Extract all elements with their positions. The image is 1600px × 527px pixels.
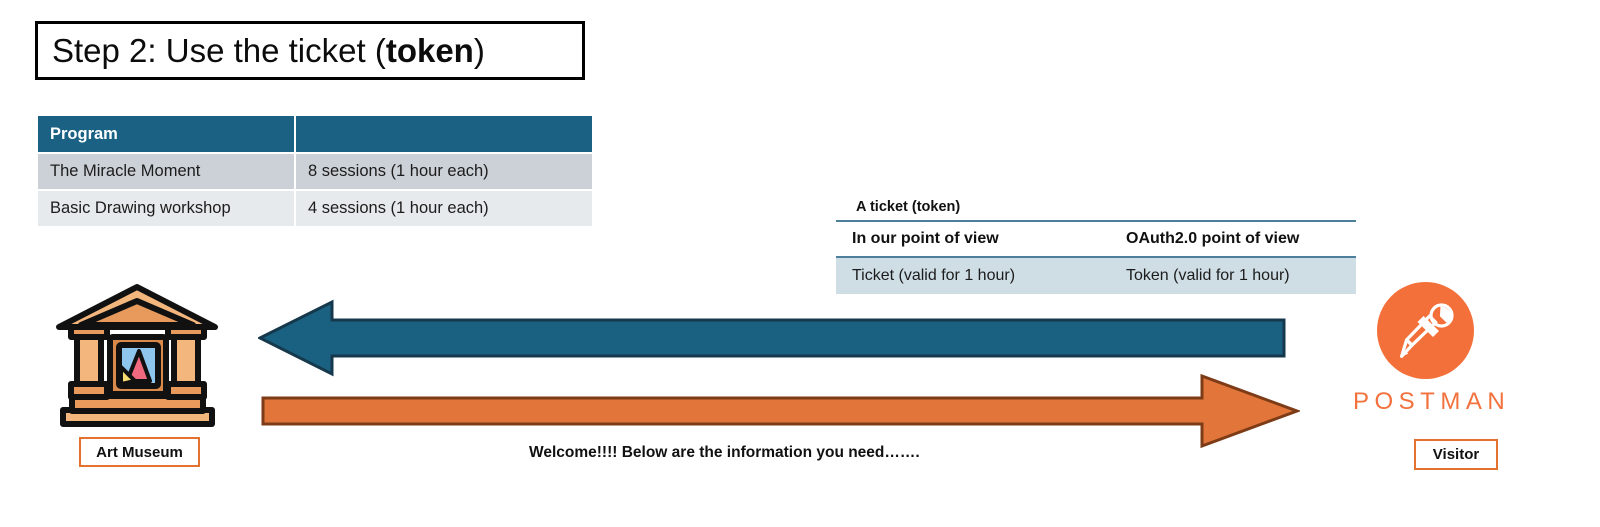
museum-label-box: Art Museum bbox=[79, 437, 200, 467]
table-row: The Miracle Moment 8 sessions (1 hour ea… bbox=[38, 154, 592, 189]
program-name-cell: The Miracle Moment bbox=[38, 154, 294, 189]
program-table-header-sessions bbox=[296, 116, 592, 152]
token-value-cell: Token (valid for 1 hour) bbox=[1110, 257, 1356, 294]
response-arrow-left bbox=[258, 299, 1286, 377]
welcome-caption: Welcome!!!! Below are the information yo… bbox=[529, 444, 920, 461]
postman-logo-icon bbox=[1377, 282, 1474, 379]
visitor-label-box: Visitor bbox=[1414, 439, 1498, 470]
table-row: Basic Drawing workshop 4 sessions (1 hou… bbox=[38, 191, 592, 226]
postman-wordmark: POSTMAN bbox=[1353, 388, 1511, 415]
page-title-box: Step 2: Use the ticket (token) bbox=[35, 21, 585, 80]
page-title: Step 2: Use the ticket (token) bbox=[52, 34, 485, 67]
program-sessions-cell: 4 sessions (1 hour each) bbox=[296, 191, 592, 226]
visitor-label-text: Visitor bbox=[1432, 446, 1480, 463]
ticket-table-body: Ticket (valid for 1 hour) Token (valid f… bbox=[836, 257, 1356, 294]
ticket-table-header-ours: In our point of view bbox=[836, 220, 1110, 258]
page-title-prefix: Step 2: Use the ticket ( bbox=[52, 32, 386, 69]
ticket-table-header-oauth: OAuth2.0 point of view bbox=[1110, 220, 1356, 258]
ticket-table-head: In our point of view OAuth2.0 point of v… bbox=[836, 220, 1356, 258]
ticket-table-block: A ticket (token) In our point of view OA… bbox=[836, 199, 1356, 294]
table-row: Ticket (valid for 1 hour) Token (valid f… bbox=[836, 257, 1356, 294]
program-table: Program The Miracle Moment 8 sessions (1… bbox=[36, 114, 594, 228]
table-header-row: In our point of view OAuth2.0 point of v… bbox=[836, 220, 1356, 258]
program-table-head: Program bbox=[38, 116, 592, 152]
ticket-table: In our point of view OAuth2.0 point of v… bbox=[836, 220, 1356, 294]
ticket-value-cell: Ticket (valid for 1 hour) bbox=[836, 257, 1110, 294]
program-name-cell: Basic Drawing workshop bbox=[38, 191, 294, 226]
museum-icon bbox=[56, 284, 218, 427]
page-title-suffix: ) bbox=[473, 32, 485, 69]
program-table-body: The Miracle Moment 8 sessions (1 hour ea… bbox=[38, 154, 592, 226]
program-sessions-cell: 8 sessions (1 hour each) bbox=[296, 154, 592, 189]
museum-label-text: Art Museum bbox=[96, 443, 183, 461]
program-table-header-program: Program bbox=[38, 116, 294, 152]
table-header-row: Program bbox=[38, 116, 592, 152]
ticket-table-caption: A ticket (token) bbox=[856, 199, 961, 215]
page-title-emphasis: token bbox=[385, 32, 474, 69]
request-arrow-right bbox=[261, 373, 1300, 449]
